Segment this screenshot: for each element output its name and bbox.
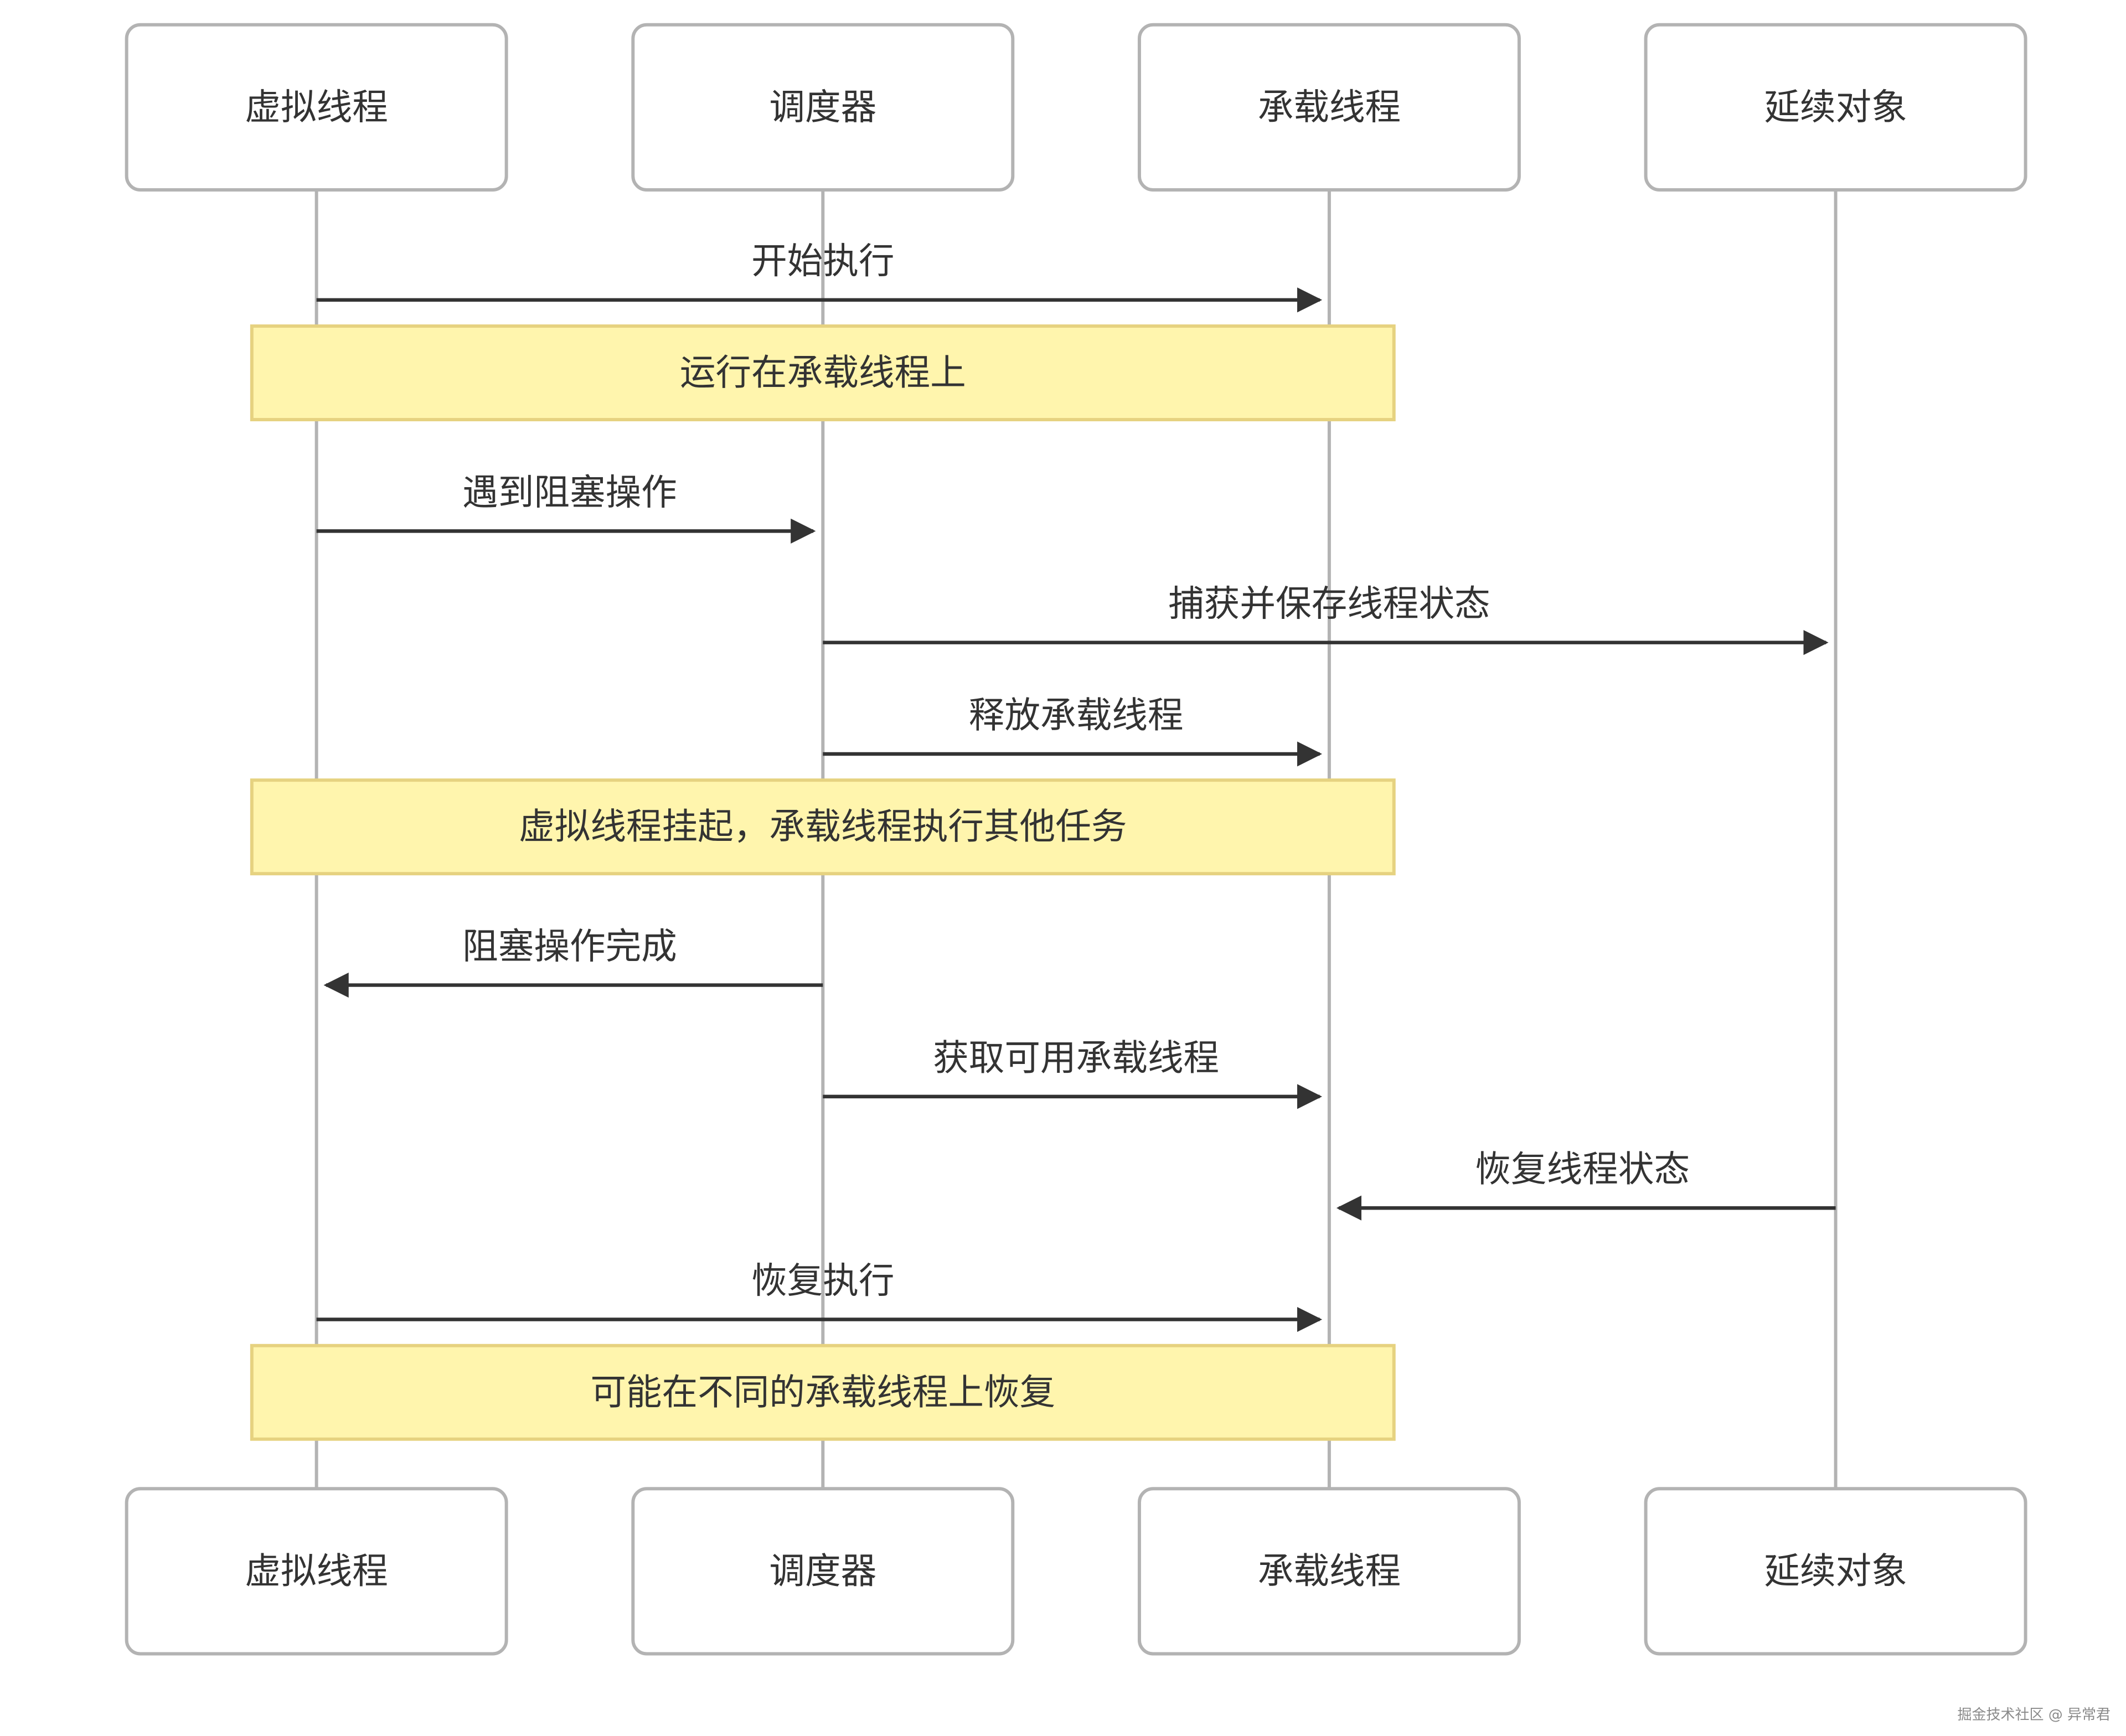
- note-text: 运行在承载线程上: [680, 352, 966, 394]
- participant-label-top-virtual-thread: 虚拟线程: [245, 86, 388, 128]
- note-box: [250, 1344, 1396, 1441]
- message-label: 恢复执行: [751, 1260, 894, 1301]
- message-label: 获取可用承载线程: [933, 1037, 1219, 1079]
- participant-label-bottom-carrier-thread: 承载线程: [1258, 1551, 1401, 1592]
- participant-box-top-scheduler: [631, 23, 1015, 192]
- participant-box-top-virtual-thread: [125, 23, 508, 192]
- note-box: [250, 324, 1396, 422]
- note-box: [250, 778, 1396, 876]
- message-label: 恢复线程状态: [1475, 1149, 1690, 1190]
- participant-box-bottom-virtual-thread: [125, 1487, 508, 1656]
- participant-label-bottom-scheduler: 调度器: [769, 1551, 876, 1592]
- participant-box-bottom-continuation: [1644, 1487, 2027, 1656]
- participant-label-bottom-virtual-thread: 虚拟线程: [245, 1551, 388, 1592]
- participant-label-bottom-continuation: 延续对象: [1764, 1551, 1907, 1592]
- participant-label-top-carrier-thread: 承载线程: [1258, 86, 1401, 128]
- participant-box-bottom-carrier-thread: [1137, 1487, 1521, 1656]
- message-label: 释放承载线程: [969, 695, 1184, 736]
- message-label: 捕获并保存线程状态: [1168, 583, 1490, 625]
- participant-box-top-continuation: [1644, 23, 2027, 192]
- message-label: 阻塞操作完成: [462, 926, 677, 967]
- participant-label-top-scheduler: 调度器: [769, 86, 876, 128]
- participant-label-top-continuation: 延续对象: [1764, 86, 1907, 128]
- participant-box-top-carrier-thread: [1137, 23, 1521, 192]
- message-label: 开始执行: [751, 241, 894, 282]
- note-text: 可能在不同的承载线程上恢复: [590, 1372, 1055, 1413]
- message-label: 遇到阻塞操作: [462, 472, 677, 513]
- note-text: 虚拟线程挂起，承载线程执行其他任务: [519, 806, 1127, 848]
- watermark: 掘金技术社区 @ 异常君: [1957, 1707, 2110, 1723]
- participant-box-bottom-scheduler: [631, 1487, 1015, 1656]
